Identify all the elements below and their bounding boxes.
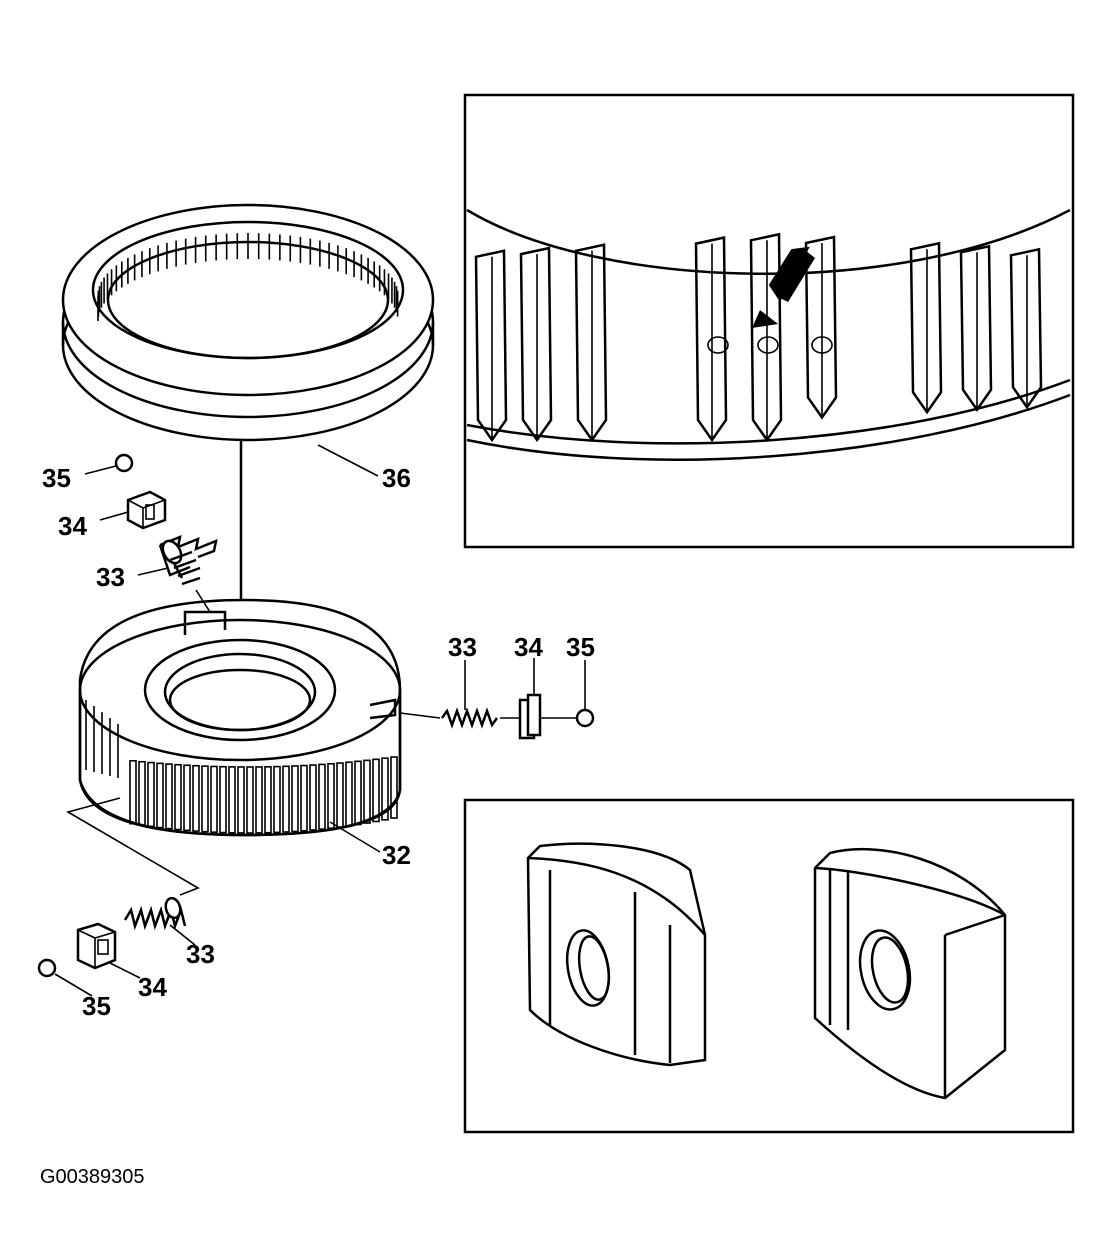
detent-block-34-right [518, 693, 542, 740]
detent-set-lower [37, 797, 200, 997]
inset-block-detail [463, 798, 1075, 1134]
callout-35-bottom: 35 [82, 991, 111, 1021]
ball-35-right [575, 708, 595, 728]
callout-35-right: 35 [566, 632, 595, 662]
detent-block-34-top [126, 490, 167, 530]
spring-33-bottom [123, 896, 187, 931]
callout-35-top: 35 [42, 463, 71, 493]
callout-33-bottom: 33 [186, 939, 215, 969]
callout-34-right: 34 [514, 632, 543, 662]
callout-34-top: 34 [58, 511, 87, 541]
inset-spline-teeth [474, 232, 1043, 443]
spring-33-right [440, 707, 499, 729]
hub-external-teeth [85, 700, 398, 834]
callout-36: 36 [382, 463, 411, 493]
sleeve-36 [61, 203, 435, 442]
spring-33-top [158, 534, 218, 586]
detent-block-34-bottom [76, 922, 117, 970]
ball-35-top [114, 453, 134, 473]
ball-35-bottom [37, 958, 57, 978]
block-detail-right [813, 847, 1007, 1100]
inset-teeth-detail [463, 93, 1075, 549]
hub-32 [78, 598, 402, 837]
figure-id: G00389305 [40, 1166, 145, 1188]
callout-32: 32 [382, 840, 411, 870]
callout-33-top: 33 [96, 562, 125, 592]
callout-33-right: 33 [448, 632, 477, 662]
sleeve-internal-teeth [97, 233, 399, 321]
block-detail-left [526, 842, 707, 1067]
detent-set-right [399, 658, 595, 740]
detent-set-upper-left [84, 453, 218, 613]
callout-34-bottom: 34 [138, 972, 167, 1002]
